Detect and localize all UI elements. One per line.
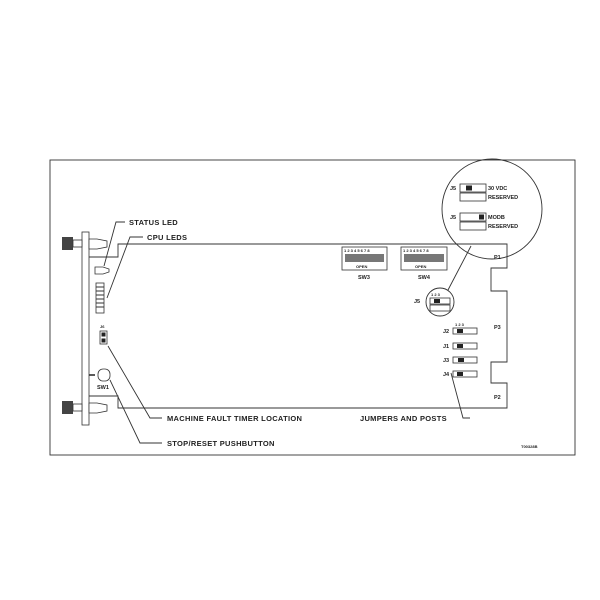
j1-jumper[interactable] bbox=[452, 342, 478, 350]
bottom-thumbscrew-icon bbox=[62, 401, 108, 414]
p1-label: P1 bbox=[494, 255, 501, 261]
j6-jumper[interactable] bbox=[99, 330, 108, 345]
svg-text:1 2 3: 1 2 3 bbox=[455, 322, 465, 327]
j5-jumper[interactable] bbox=[429, 297, 451, 312]
j5-detail-label-1: J5 bbox=[450, 186, 456, 192]
j3-jumper[interactable] bbox=[452, 356, 478, 364]
figure-frame bbox=[49, 159, 576, 456]
svg-text:1 2 3: 1 2 3 bbox=[431, 292, 441, 297]
j5-setting-modb bbox=[459, 212, 487, 222]
j5-detail-label-2: J5 bbox=[450, 215, 456, 221]
p3-label: P3 bbox=[494, 325, 501, 331]
detail-reserved-label-1: RESERVED bbox=[488, 195, 518, 201]
p2-label: P2 bbox=[494, 395, 501, 401]
j4-label: J4 bbox=[443, 372, 450, 378]
status-led-icon bbox=[94, 266, 110, 275]
j1-label: J1 bbox=[443, 344, 449, 350]
detail-30vdc-label: 30 VDC bbox=[488, 186, 507, 192]
sw3-label: SW3 bbox=[358, 275, 370, 281]
front-panel bbox=[81, 231, 90, 426]
jumpers-leader bbox=[450, 372, 470, 419]
machine-fault-timer-label: MACHINE FAULT TIMER LOCATION bbox=[167, 414, 302, 423]
j2-label: J2 bbox=[443, 329, 449, 335]
j6-label: J6 bbox=[100, 324, 105, 329]
status-led-label: STATUS LED bbox=[129, 218, 178, 227]
svg-text:OPEN: OPEN bbox=[415, 264, 426, 269]
svg-text:1 2 3 4 5 6 7 8: 1 2 3 4 5 6 7 8 bbox=[344, 248, 370, 253]
status-led-leader bbox=[103, 221, 125, 267]
j3-label: J3 bbox=[443, 358, 449, 364]
svg-text:1 2 3 4 5 6 7 8: 1 2 3 4 5 6 7 8 bbox=[403, 248, 429, 253]
cpu-leds-label: CPU LEDS bbox=[147, 233, 187, 242]
pushbutton-leader bbox=[109, 379, 162, 444]
j5-detail-circle bbox=[425, 287, 455, 317]
circuit-board-outline bbox=[89, 243, 508, 409]
detail-reserved-label-2: RESERVED bbox=[488, 224, 518, 230]
timer-leader bbox=[107, 345, 162, 419]
j5-label: J5 bbox=[414, 299, 420, 305]
stop-reset-pushbutton[interactable] bbox=[97, 368, 111, 382]
j5-magnified-circle bbox=[441, 158, 543, 260]
cpu-leds-icon bbox=[95, 282, 105, 314]
detail-modb-label: MODB bbox=[488, 215, 505, 221]
jumpers-posts-label: JUMPERS AND POSTS bbox=[360, 414, 447, 423]
sw4-dip-switch[interactable]: 1 2 3 4 5 6 7 8 OPEN bbox=[400, 246, 448, 271]
j4-jumper[interactable] bbox=[452, 370, 478, 378]
sw4-label: SW4 bbox=[418, 275, 431, 281]
figure-id: T00328B bbox=[521, 444, 538, 449]
j5-setting-30vdc bbox=[459, 183, 487, 193]
sw1-label: SW1 bbox=[97, 385, 109, 391]
cpu-leds-leader bbox=[106, 236, 143, 299]
sw3-dip-switch[interactable]: 1 2 3 4 5 6 7 8 OPEN bbox=[341, 246, 388, 271]
stop-reset-label: STOP/RESET PUSHBUTTON bbox=[167, 439, 275, 448]
j2-jumper[interactable] bbox=[452, 327, 478, 335]
svg-text:OPEN: OPEN bbox=[356, 264, 367, 269]
top-thumbscrew-icon bbox=[62, 237, 108, 250]
